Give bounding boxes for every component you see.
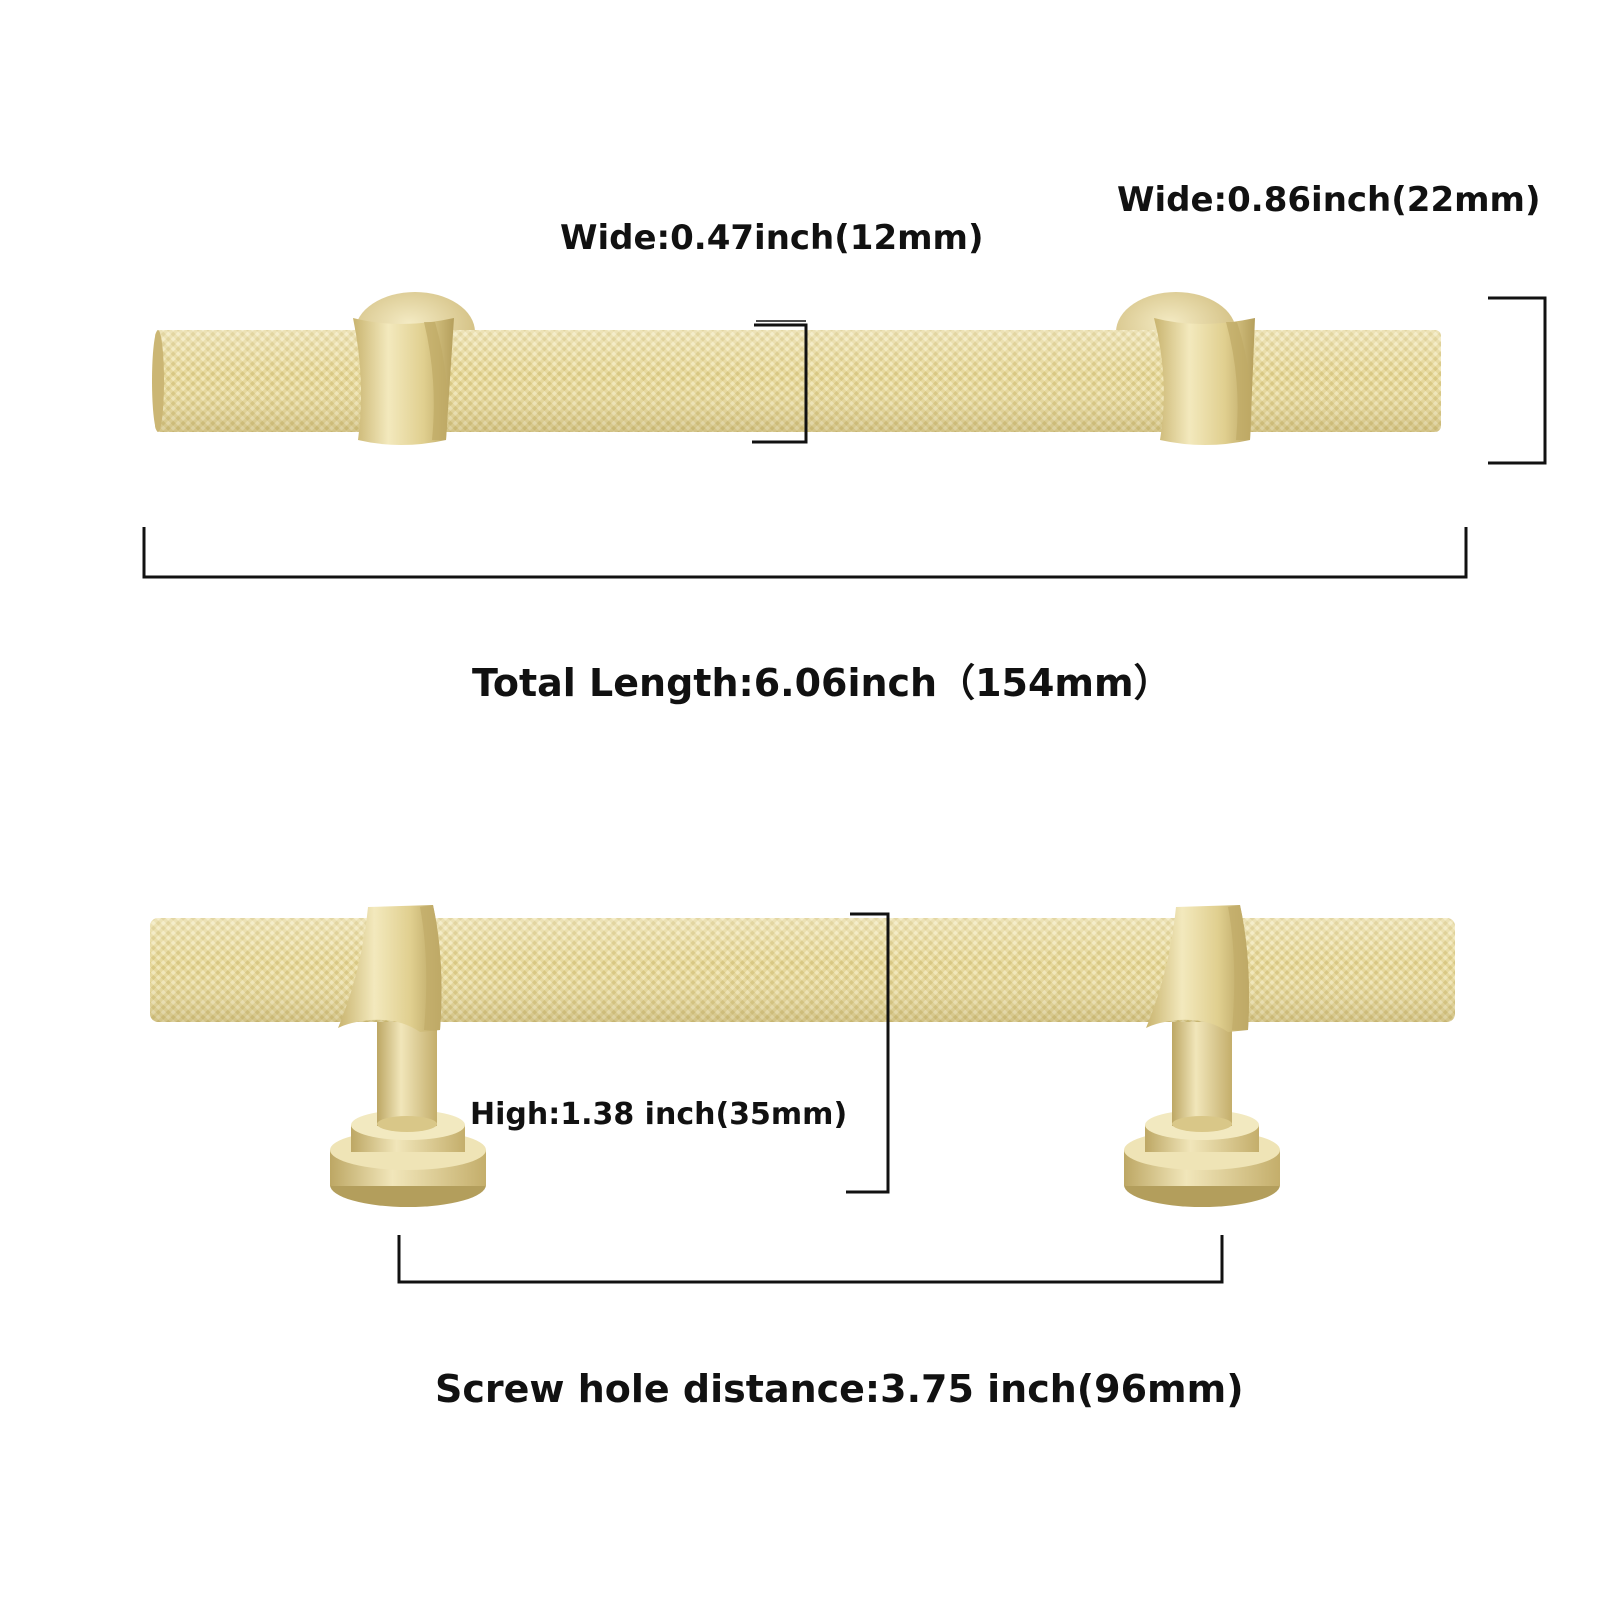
screw-distance-bracket	[397, 1235, 1224, 1284]
total-length-label: Total Length:6.06inch（154mm）	[472, 661, 1172, 705]
side-left-clamp	[338, 905, 442, 1032]
handle-side-view	[150, 905, 1455, 1207]
bar-width-label: Wide:0.47inch(12mm)	[560, 218, 984, 258]
post-width-bracket	[1488, 296, 1547, 465]
bar-width-bracket	[752, 323, 808, 444]
top-dimension-lines	[142, 296, 1547, 579]
total-length-bracket	[142, 527, 1468, 579]
handle-top-view	[152, 292, 1441, 445]
side-right-post	[1124, 1010, 1280, 1207]
top-right-clamp	[1154, 318, 1255, 445]
side-right-clamp	[1146, 905, 1249, 1032]
side-left-post	[330, 1010, 486, 1207]
top-left-clamp	[353, 318, 454, 445]
height-label: High:1.38 inch(35mm)	[470, 1097, 848, 1132]
screw-hole-distance-label: Screw hole distance:3.75 inch(96mm)	[435, 1367, 1244, 1411]
height-bracket	[846, 912, 890, 1194]
side-dimension-lines	[397, 912, 1224, 1284]
post-width-label: Wide:0.86inch(22mm)	[1117, 180, 1541, 220]
